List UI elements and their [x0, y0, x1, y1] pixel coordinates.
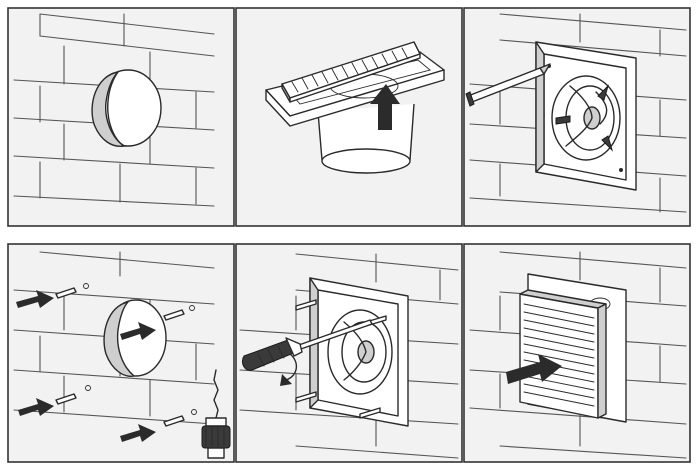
- arrow-icon: [16, 290, 156, 442]
- step-6-panel: [463, 243, 691, 463]
- wall-plug-icon: [55, 283, 197, 427]
- fan-unit: [265, 41, 445, 174]
- step-2-panel: [235, 7, 463, 227]
- pencil-icon: [465, 63, 551, 107]
- wall-hole: [91, 69, 162, 147]
- step-1-panel: [7, 7, 235, 227]
- arrow-icon: [370, 84, 400, 130]
- fan-impeller: [327, 309, 393, 395]
- front-grille: [519, 289, 607, 419]
- wall-hole: [103, 299, 167, 377]
- fan-frame: [535, 41, 637, 191]
- front-grille: [281, 41, 421, 103]
- step-3-panel: [463, 7, 691, 227]
- drill-icon: [201, 369, 231, 459]
- screwdriver-icon: [241, 319, 373, 386]
- fan-impeller: [551, 75, 621, 161]
- fan-frame: [309, 277, 409, 427]
- step-4-panel: [7, 243, 235, 463]
- arrow-icon: [506, 354, 562, 384]
- step-5-panel: [235, 243, 463, 463]
